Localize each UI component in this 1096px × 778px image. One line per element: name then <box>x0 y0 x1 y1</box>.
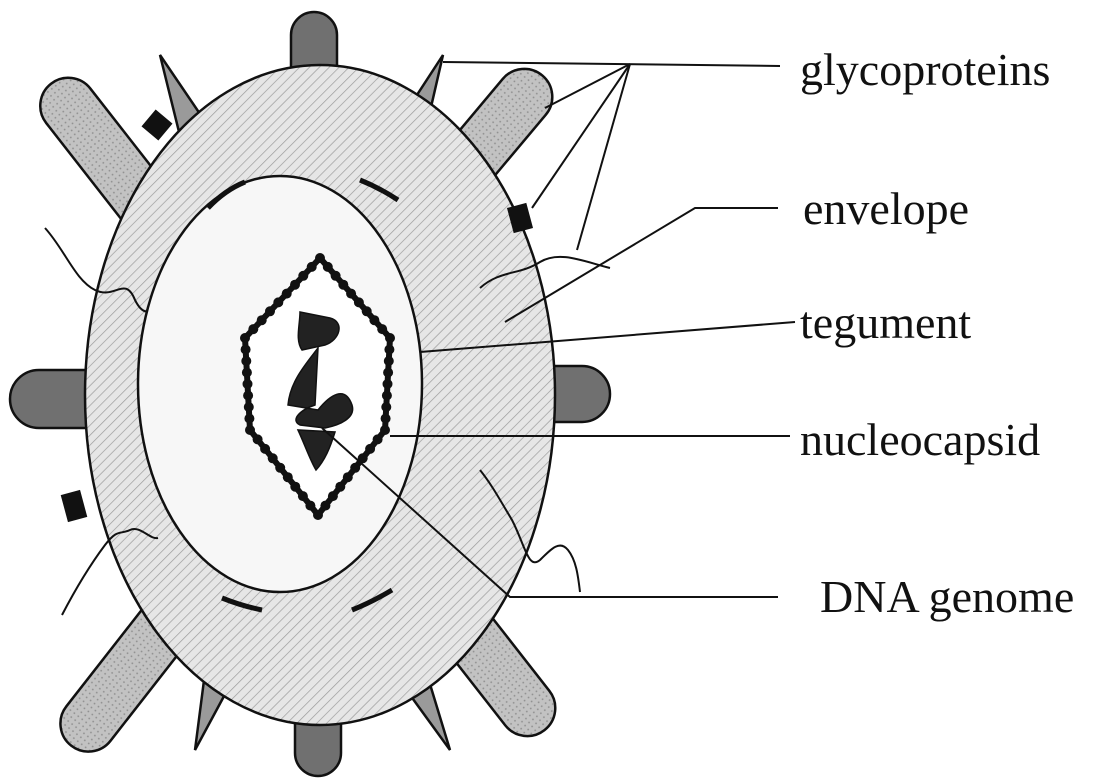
label-glycoproteins: glycoproteins <box>800 44 1050 95</box>
capsid-bead <box>240 333 250 343</box>
capsid-bead <box>335 482 345 492</box>
capsid-bead <box>241 356 251 366</box>
envelope-marker-left <box>61 490 88 522</box>
capsid-bead <box>282 289 292 299</box>
capsid-bead <box>343 472 353 482</box>
capsid-bead <box>248 324 258 334</box>
capsid-bead <box>290 280 300 290</box>
capsid-bead <box>257 315 267 325</box>
label-dna-genome: DNA genome <box>820 571 1074 622</box>
capsid-bead <box>320 501 330 511</box>
capsid-bead <box>244 402 254 412</box>
capsid-bead <box>315 253 325 263</box>
capsid-bead <box>305 501 315 511</box>
capsid-bead <box>275 463 285 473</box>
leader-glycoproteins-fan-3 <box>577 64 630 250</box>
capsid-bead <box>381 414 391 424</box>
capsid-bead <box>260 444 270 454</box>
capsid-bead <box>331 271 341 281</box>
leader-glycoproteins-main <box>443 62 780 66</box>
envelope-marker-upper-left <box>142 110 173 141</box>
capsid-bead <box>384 345 394 355</box>
capsid-bead <box>369 315 379 325</box>
capsid-bead <box>245 425 255 435</box>
capsid-bead <box>384 356 394 366</box>
capsid-bead <box>290 482 300 492</box>
leader-glycoproteins-fan-1 <box>545 64 630 108</box>
capsid-bead <box>380 425 390 435</box>
capsid-bead <box>362 306 372 316</box>
capsid-bead <box>383 379 393 389</box>
label-nucleocapsid: nucleocapsid <box>800 414 1040 465</box>
capsid-bead <box>313 510 323 520</box>
capsid-bead <box>383 368 393 378</box>
capsid-bead <box>328 491 338 501</box>
capsid-bead <box>243 391 253 401</box>
label-envelope: envelope <box>803 183 969 234</box>
capsid-bead <box>298 271 308 281</box>
capsid-bead <box>265 306 275 316</box>
capsid-bead <box>298 491 308 501</box>
capsid-bead <box>346 289 356 299</box>
capsid-bead <box>242 368 252 378</box>
capsid-bead <box>268 453 278 463</box>
capsid-bead <box>241 345 251 355</box>
label-tegument: tegument <box>800 297 971 348</box>
capsid-bead <box>381 402 391 412</box>
capsid-bead <box>385 333 395 343</box>
capsid-bead <box>243 379 253 389</box>
capsid-bead <box>307 262 317 272</box>
capsid-bead <box>373 434 383 444</box>
capsid-bead <box>354 297 364 307</box>
capsid-bead <box>338 280 348 290</box>
capsid-bead <box>273 297 283 307</box>
capsid-bead <box>377 324 387 334</box>
capsid-bead <box>283 472 293 482</box>
capsid-bead <box>253 434 263 444</box>
capsid-bead <box>365 444 375 454</box>
capsid-bead <box>244 414 254 424</box>
capsid-bead <box>323 262 333 272</box>
capsid-bead <box>350 463 360 473</box>
capsid-bead <box>382 391 392 401</box>
